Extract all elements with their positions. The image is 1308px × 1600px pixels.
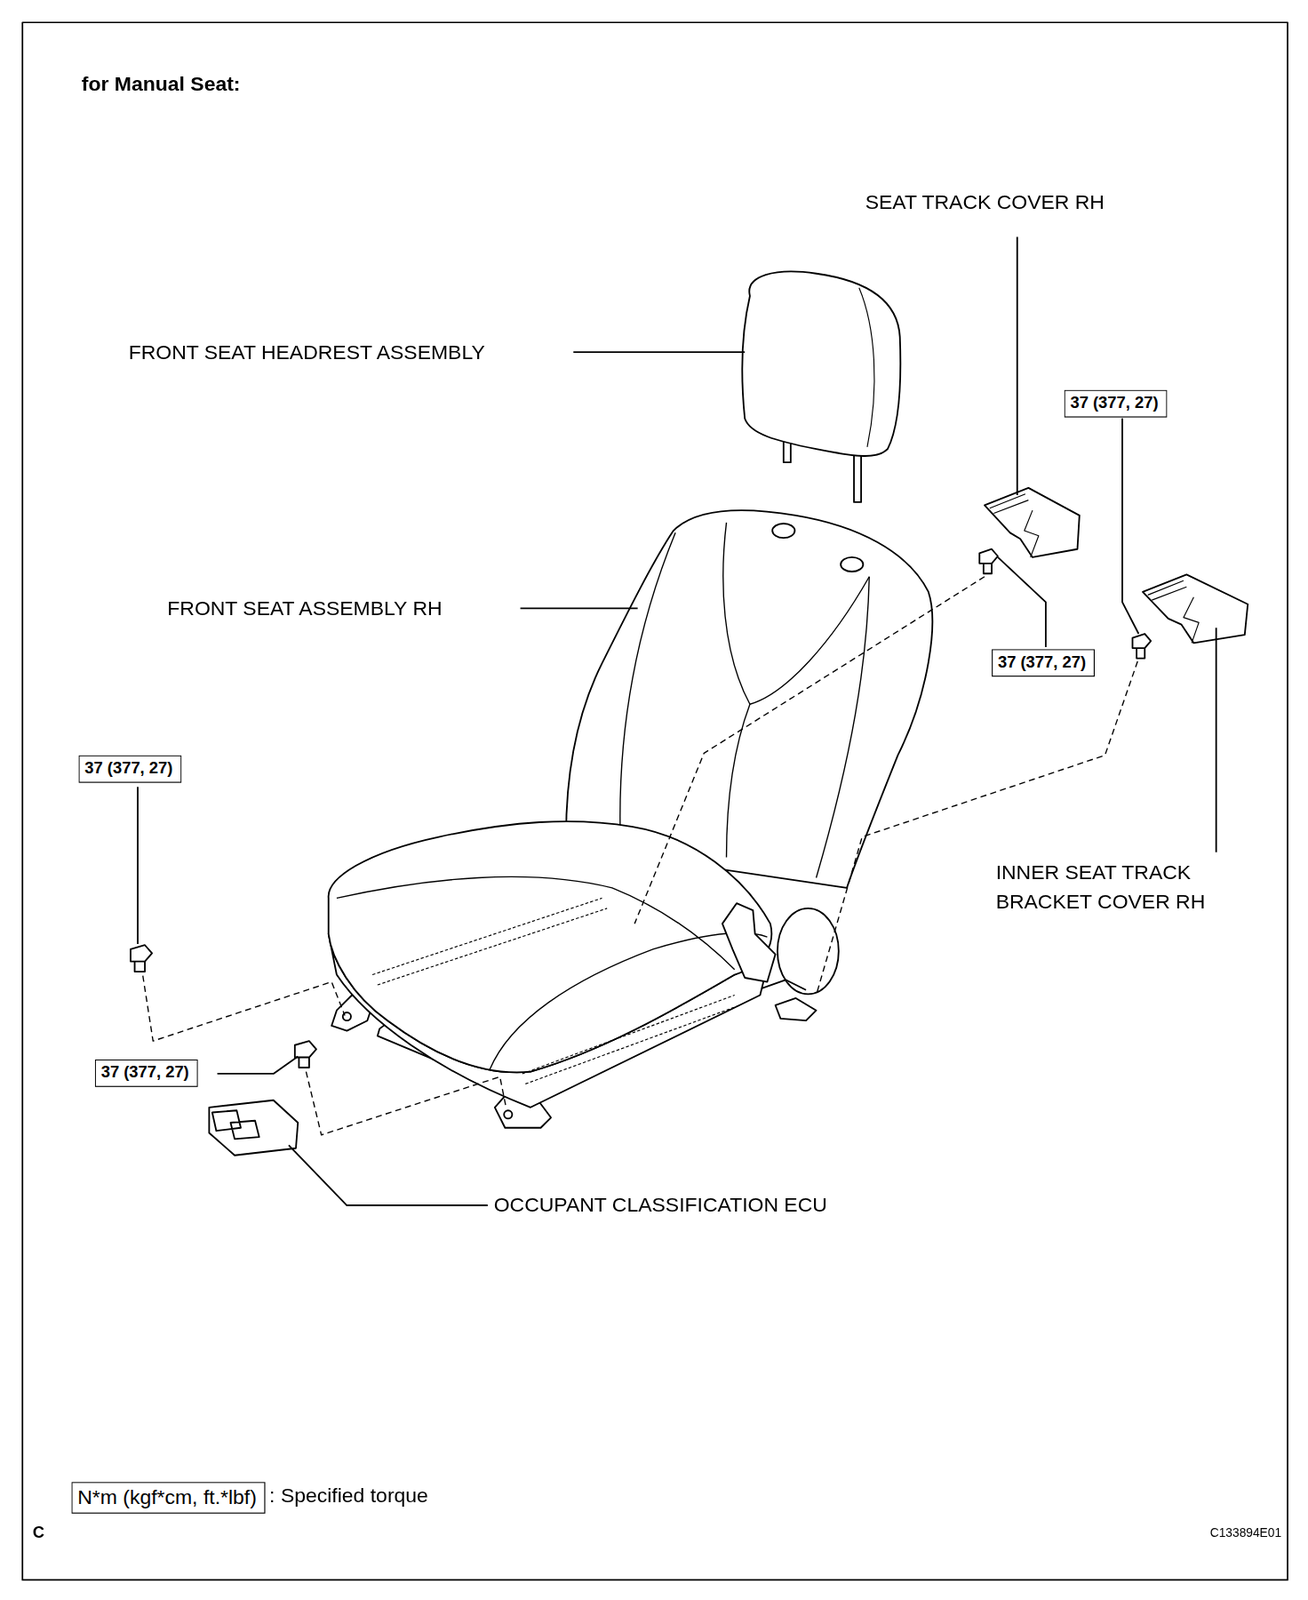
headrest-post [853,448,862,503]
headrest-seam [859,287,875,447]
bolt-hole [503,1109,512,1118]
frame [22,22,1288,1580]
inner-cover-detail [1148,580,1199,643]
occupant-classification-ecu [208,1100,298,1156]
unit-text: N*m (kgf*cm, ft.*lbf) [77,1484,259,1510]
inner-seat-track-bracket-cover [1142,574,1248,643]
leader-line [1122,415,1139,634]
unit-legend-box: N*m (kgf*cm, ft.*lbf) [71,1481,265,1514]
leader-line [1016,236,1019,495]
seat-cushion [328,821,773,1072]
hidden-frame [372,897,740,1084]
leader-lines [137,236,1217,1205]
assembly-line [305,1071,506,1135]
torque-box: 37 (377, 27) [78,755,182,783]
part-name: INNER SEAT TRACK BRACKET COVER RH [996,856,1226,917]
headrest-hole [772,523,795,538]
rail-foot [775,997,817,1021]
seat-belt-buckle [722,902,776,981]
headrest-hole [840,557,863,572]
cushion-seam [336,876,735,969]
leader-line [997,557,1046,647]
part-name: FRONT SEAT HEADREST ASSEMBLY [128,339,486,365]
torque-box: 37 (377, 27) [991,648,1095,677]
assembly-lines [143,576,1138,1135]
leader-line [288,1144,488,1205]
leader-line [136,786,139,944]
torque-value: 37 (377, 27) [84,757,176,778]
figure-code: C133894E01 [1210,1525,1282,1541]
part-name: FRONT SEAT ASSEMBLY RH [167,596,442,622]
part-name: SEAT TRACK COVER RH [865,190,1105,216]
assembly-line [143,975,345,1041]
legend-text: : Specified torque [269,1482,429,1508]
bolt [979,549,998,575]
leader-line [520,606,639,609]
seat-back-panel [723,522,870,704]
seat-back-seam [816,576,870,878]
torque-box: 37 (377, 27) [1064,390,1168,418]
bolt [295,1040,317,1068]
torque-box: 37 (377, 27) [95,1059,199,1087]
assembly-line [634,576,985,924]
title: for Manual Seat: [81,71,241,96]
ecu-connector [212,1109,260,1139]
seat-back-seam [620,532,676,837]
torque-value: 37 (377, 27) [997,652,1089,672]
drawing [22,22,1288,1580]
headrest [741,271,901,456]
leader-line [573,350,745,353]
bolt [1132,633,1152,659]
leader-line [1215,627,1218,853]
section-letter: C [32,1522,45,1542]
part-name: OCCUPANT CLASSIFICATION ECU [494,1191,828,1217]
cushion-seam [489,933,767,1070]
seat-track-cover-detail [989,494,1039,558]
leader-line [217,1055,299,1074]
seat-back-seam [726,703,750,857]
torque-value: 37 (377, 27) [101,1061,192,1082]
assembly-line [816,661,1139,995]
bolt [130,944,152,972]
torque-value: 37 (377, 27) [1069,392,1161,413]
seat-track-cover [984,487,1080,558]
